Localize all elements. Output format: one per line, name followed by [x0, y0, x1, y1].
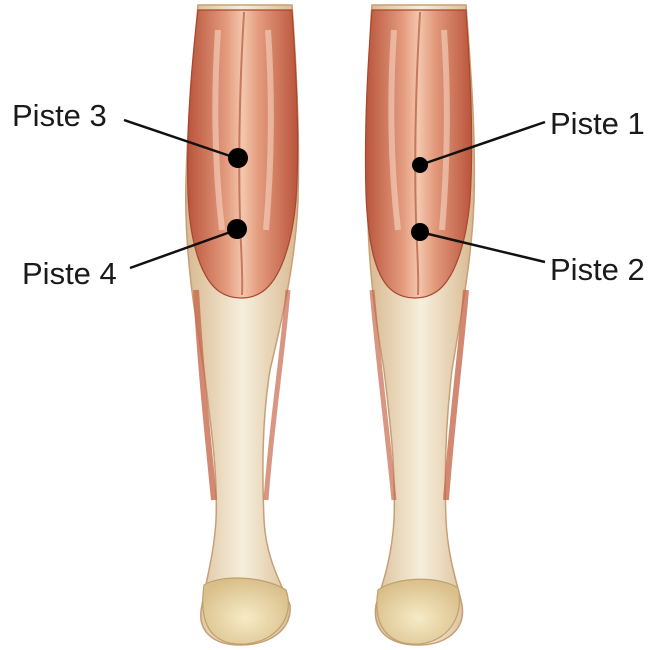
label-piste-4: Piste 4 — [22, 256, 117, 291]
marker-piste-4 — [227, 219, 247, 239]
label-piste-1: Piste 1 — [550, 106, 645, 141]
left-leg — [186, 5, 299, 645]
marker-piste-1 — [412, 157, 428, 173]
marker-piste-3 — [228, 148, 248, 168]
right-leg — [365, 5, 474, 645]
marker-piste-2 — [411, 223, 429, 241]
label-piste-3: Piste 3 — [12, 98, 107, 133]
label-piste-2: Piste 2 — [550, 252, 645, 287]
